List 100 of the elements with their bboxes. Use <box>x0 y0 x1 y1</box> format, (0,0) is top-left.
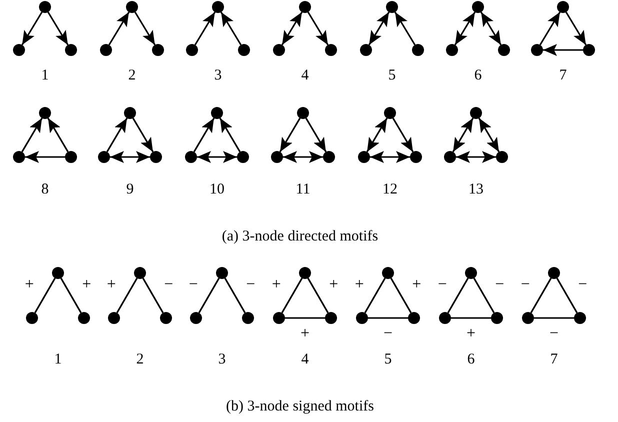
graph-node <box>26 312 38 324</box>
edge-label: + <box>412 276 422 292</box>
edge-line <box>60 278 82 314</box>
arrow <box>543 44 583 56</box>
edge-label: − <box>520 276 530 292</box>
graph-node <box>65 151 77 163</box>
motif-number: 2 <box>136 352 144 368</box>
arrow <box>370 151 410 163</box>
graph-node <box>382 267 394 279</box>
motif-number: 3 <box>218 352 226 368</box>
arrow <box>193 118 215 152</box>
edge-label: + <box>354 276 364 292</box>
arrow <box>47 118 69 152</box>
graph-node <box>186 44 198 56</box>
edge-line <box>307 278 329 314</box>
arrow <box>21 12 43 46</box>
graph-node <box>531 44 543 56</box>
edge-line <box>34 278 56 314</box>
motif-number: 5 <box>384 352 392 368</box>
graph-node <box>190 312 202 324</box>
motif-number: 8 <box>41 182 49 198</box>
edge-label: + <box>300 326 310 342</box>
graph-node <box>557 1 569 13</box>
graph-node <box>325 312 337 324</box>
graph-node <box>13 151 25 163</box>
edge-line <box>281 278 303 314</box>
arrow <box>283 151 323 163</box>
arrow <box>392 118 414 152</box>
edge-label: + <box>24 276 34 292</box>
arrow <box>110 151 150 163</box>
graph-node <box>126 1 138 13</box>
graph-node <box>212 1 224 13</box>
edge-label: − <box>438 276 447 292</box>
arrow <box>220 12 242 46</box>
motif-number: 3 <box>214 68 222 84</box>
graph-node <box>491 312 503 324</box>
edge-line <box>556 278 578 314</box>
motif-number: 7 <box>550 352 558 368</box>
graph-node <box>152 44 164 56</box>
motif-number: 13 <box>468 182 484 198</box>
graph-node <box>386 1 398 13</box>
graph-node <box>98 151 110 163</box>
motif-number: 10 <box>210 182 224 198</box>
arrow <box>106 118 128 152</box>
graph-node <box>465 267 477 279</box>
graph-node <box>216 267 228 279</box>
edge-label: + <box>272 276 281 292</box>
edge-label: − <box>549 326 559 342</box>
arrow <box>281 12 303 46</box>
graph-node <box>444 151 456 163</box>
graph-node <box>273 312 285 324</box>
graph-node <box>323 151 335 163</box>
arrow <box>219 118 241 152</box>
graph-node <box>574 312 586 324</box>
arrow <box>25 151 65 163</box>
edge-line <box>198 278 220 314</box>
graph-node <box>100 44 112 56</box>
graph-node <box>299 267 311 279</box>
edge-line <box>530 278 552 314</box>
edge-label: − <box>164 276 174 292</box>
motif-number: 9 <box>126 182 134 198</box>
edge-line <box>142 278 164 314</box>
edge-line <box>364 278 386 314</box>
arrow <box>194 12 216 46</box>
graph-node <box>356 312 368 324</box>
edge-line <box>368 317 408 319</box>
graph-node <box>470 107 482 119</box>
arrow <box>368 12 390 46</box>
motif-number: 1 <box>41 68 49 84</box>
motif-number: 6 <box>467 352 475 368</box>
graph-node <box>299 1 311 13</box>
edge-line <box>224 278 246 314</box>
arrow <box>480 12 502 46</box>
graph-node <box>408 312 420 324</box>
graph-node <box>39 107 51 119</box>
graph-node <box>446 44 458 56</box>
arrow <box>307 12 329 46</box>
edge-line <box>534 317 574 319</box>
graph-node <box>496 151 508 163</box>
edge-line <box>447 278 469 314</box>
motif-number: 4 <box>301 68 309 84</box>
arrow <box>565 12 587 46</box>
edge-label: + <box>466 326 476 342</box>
arrow <box>539 12 561 46</box>
graph-node <box>211 107 223 119</box>
arrow <box>366 118 388 152</box>
motif-number: 7 <box>559 68 567 84</box>
graph-node <box>238 44 250 56</box>
graph-node <box>412 44 424 56</box>
edge-label: − <box>246 276 256 292</box>
edge-line <box>116 278 138 314</box>
graph-node <box>358 151 370 163</box>
arrow <box>134 12 156 46</box>
graph-node <box>583 44 595 56</box>
graph-node <box>52 267 64 279</box>
edge-line <box>285 317 325 319</box>
graph-node <box>384 107 396 119</box>
graph-node <box>124 107 136 119</box>
graph-node <box>498 44 510 56</box>
graph-node <box>548 267 560 279</box>
